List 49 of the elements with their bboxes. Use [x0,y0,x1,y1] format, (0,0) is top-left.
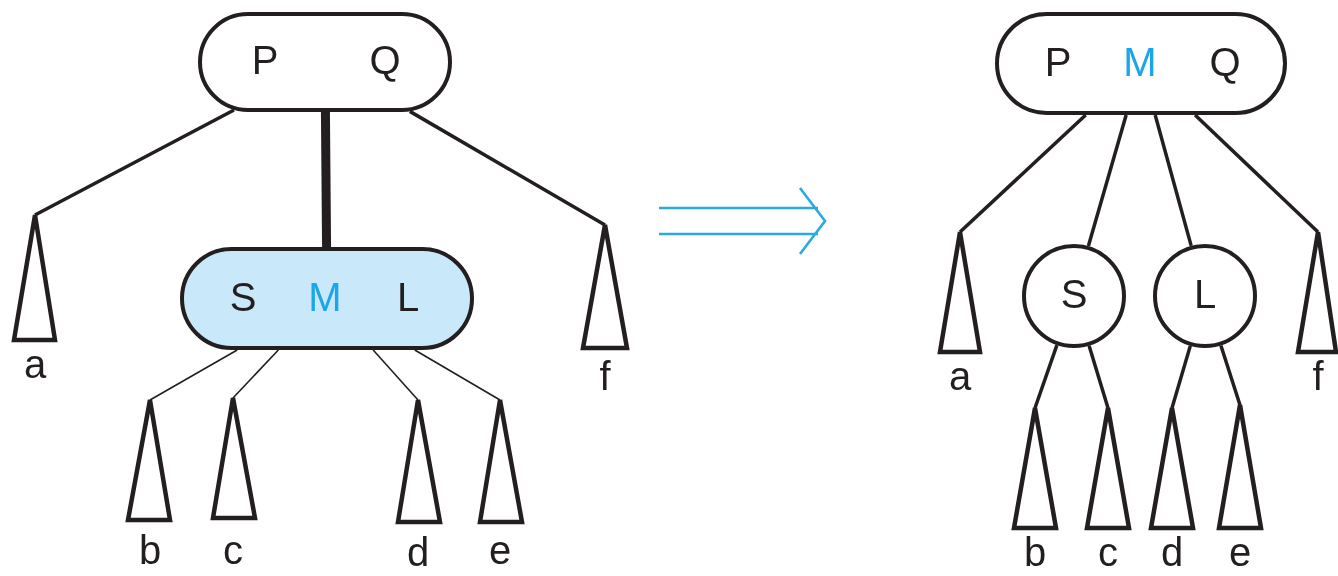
key-label: S [229,274,257,319]
subtree-triangle [11,212,58,343]
subtree-triangle [580,222,630,351]
subtree-triangle [1148,405,1196,531]
subtree-label: d [406,530,430,574]
tree-edge [1087,345,1110,409]
subtree-label: f [599,354,611,398]
subtree-label: f [1312,354,1324,398]
tree-edge [1033,344,1059,409]
subtree-triangle [937,229,983,355]
subtree-label: b [1023,530,1047,574]
tree-edge [958,113,1087,234]
tree-edge [413,349,501,401]
tree-edge [1170,345,1192,409]
key-label: L [396,274,420,319]
tree-edge [1219,344,1242,406]
tree-edge [372,349,419,401]
subtree-label: d [1160,530,1184,574]
tree-edge [1086,114,1128,247]
subtree-label: c [223,528,243,572]
subtree-triangle [1216,402,1264,531]
subtree-label: b [138,528,162,572]
subtree-triangle [477,397,525,525]
tree-edge [149,349,238,401]
subtree-triangle [125,397,173,523]
tree-edge [1153,114,1193,247]
key-label: L [1193,272,1217,316]
subtree-label: c [1098,530,1118,574]
subtree-label: e [488,528,512,572]
tree-edge [320,111,332,248]
subtree-label: a [23,342,47,386]
tree-edge [34,108,235,217]
subtree-triangle [1084,405,1132,531]
subtree-triangle [1295,229,1338,355]
tree-edge [232,349,280,399]
tree-edge [1193,113,1320,234]
subtree-label: e [1228,530,1252,574]
tree-edge [408,109,606,227]
key-label: Q [1209,39,1241,84]
key-label: S [1060,272,1088,316]
key-label: Q [369,38,401,82]
subtree-triangle [395,397,443,525]
subtree-triangle [210,395,258,521]
key-label: P [251,38,279,82]
key-label: M [1123,39,1157,84]
subtree-triangle [1011,405,1059,531]
key-label: P [1044,39,1072,84]
key-label: M [308,274,342,319]
subtree-label: a [948,354,972,398]
